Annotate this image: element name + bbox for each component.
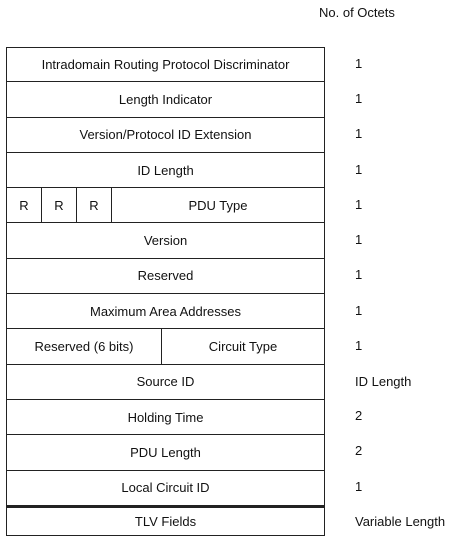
field-label: Circuit Type <box>208 339 278 355</box>
field-label: Maximum Area Addresses <box>89 303 241 319</box>
reserved-bit: R <box>77 188 112 223</box>
field-version-protocol-id-extension: Version/Protocol ID Extension <box>6 117 325 153</box>
field-pdu-type: R R R PDU Type <box>6 188 325 224</box>
field-length-indicator: Length Indicator <box>6 82 325 118</box>
octets-column-header: No. of Octets <box>319 5 395 20</box>
octet-count: 1 <box>355 267 363 282</box>
field-label: Reserved <box>137 268 194 284</box>
field-version: Version <box>6 223 325 259</box>
field-holding-time: Holding Time <box>6 399 325 436</box>
octet-count: 1 <box>355 162 363 177</box>
field-reserved: Reserved <box>6 258 325 295</box>
octet-count: 1 <box>355 232 363 247</box>
octet-count: 1 <box>355 91 363 106</box>
octet-count: 1 <box>355 56 363 71</box>
reserved-bit: R <box>7 188 42 223</box>
field-maximum-area-addresses: Maximum Area Addresses <box>6 294 325 330</box>
octet-count: 1 <box>355 303 363 318</box>
field-label: Version <box>143 233 188 249</box>
field-id-length: ID Length <box>6 152 325 189</box>
pdu-header-diagram: Intradomain Routing Protocol Discriminat… <box>6 47 325 536</box>
field-local-circuit-id: Local Circuit ID <box>6 470 325 506</box>
field-label: Holding Time <box>127 409 204 425</box>
field-label: Intradomain Routing Protocol Discriminat… <box>41 57 290 73</box>
field-label: Version/Protocol ID Extension <box>79 127 252 143</box>
field-label: Local Circuit ID <box>121 480 210 496</box>
octet-count: 1 <box>355 197 363 212</box>
octet-count: ID Length <box>355 374 412 389</box>
field-label: TLV Fields <box>134 513 197 529</box>
field-label: Source ID <box>136 374 195 390</box>
field-label: PDU Type <box>188 197 248 213</box>
field-label: ID Length <box>137 162 194 178</box>
field-tlv-fields: TLV Fields <box>6 505 325 536</box>
field-label: PDU Length <box>130 444 201 460</box>
octet-count: 2 <box>355 443 363 458</box>
field-circuit-type: Reserved (6 bits) Circuit Type <box>6 329 325 365</box>
octet-count: 1 <box>355 338 363 353</box>
field-routing-protocol-discriminator: Intradomain Routing Protocol Discriminat… <box>6 47 325 83</box>
field-label: Reserved (6 bits) <box>7 329 162 364</box>
octet-count: 2 <box>355 408 363 423</box>
octet-count: 1 <box>355 479 363 494</box>
reserved-bit: R <box>42 188 77 223</box>
octet-count: 1 <box>355 126 363 141</box>
field-source-id: Source ID <box>6 364 325 400</box>
octet-count: Variable Length <box>355 514 446 529</box>
field-pdu-length: PDU Length <box>6 435 325 471</box>
field-label: Length Indicator <box>118 91 213 107</box>
